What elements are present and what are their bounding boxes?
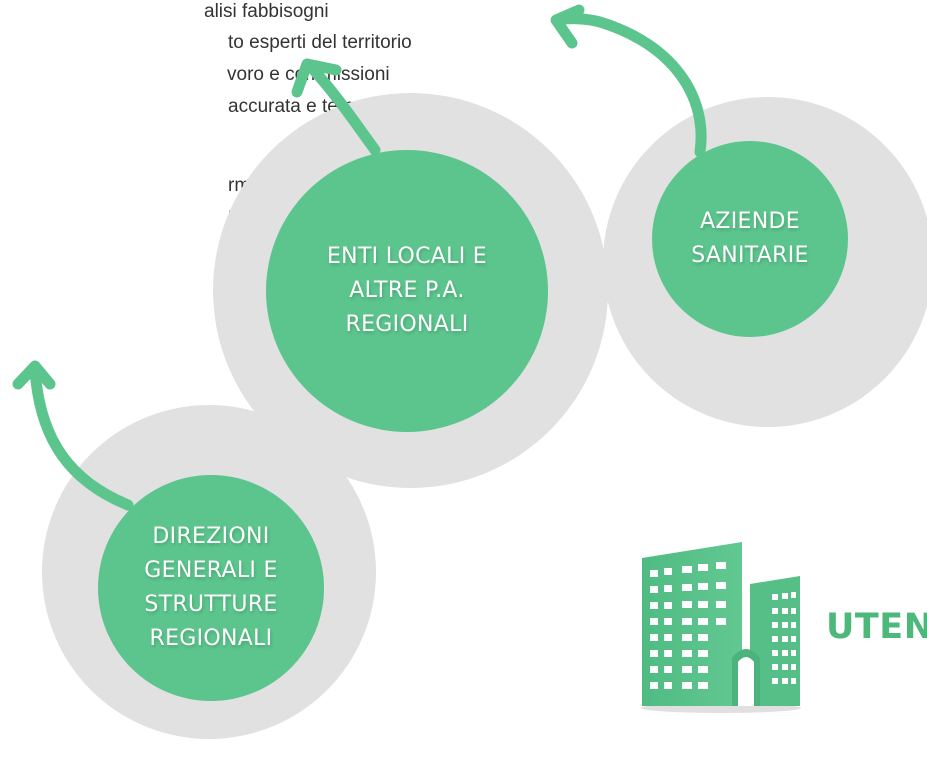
enti-label: ENTI LOCALI E ALTRE P.A. REGIONALI xyxy=(326,244,488,337)
intro-line: alisi fabbisogni xyxy=(204,1,329,22)
aziende-arrow-head xyxy=(550,4,585,49)
direzioni-arrow-head xyxy=(12,360,56,390)
building-icon xyxy=(641,542,801,713)
intro-line: to esperti del territorio xyxy=(228,32,412,53)
direzioni-label: DIREZIONI GENERALI E STRUTTURE REGIONALI xyxy=(144,524,278,651)
utenti-label: UTEN xyxy=(826,607,927,647)
direzioni-circle: DIREZIONI GENERALI E STRUTTURE REGIONALI xyxy=(98,475,324,701)
enti-circle: ENTI LOCALI E ALTRE P.A. REGIONALI xyxy=(266,150,548,432)
aziende-label: AZIENDE SANITARIE xyxy=(691,209,809,268)
intro-line: voro e commissioni xyxy=(227,64,390,85)
aziende-circle: AZIENDE SANITARIE xyxy=(652,141,848,337)
